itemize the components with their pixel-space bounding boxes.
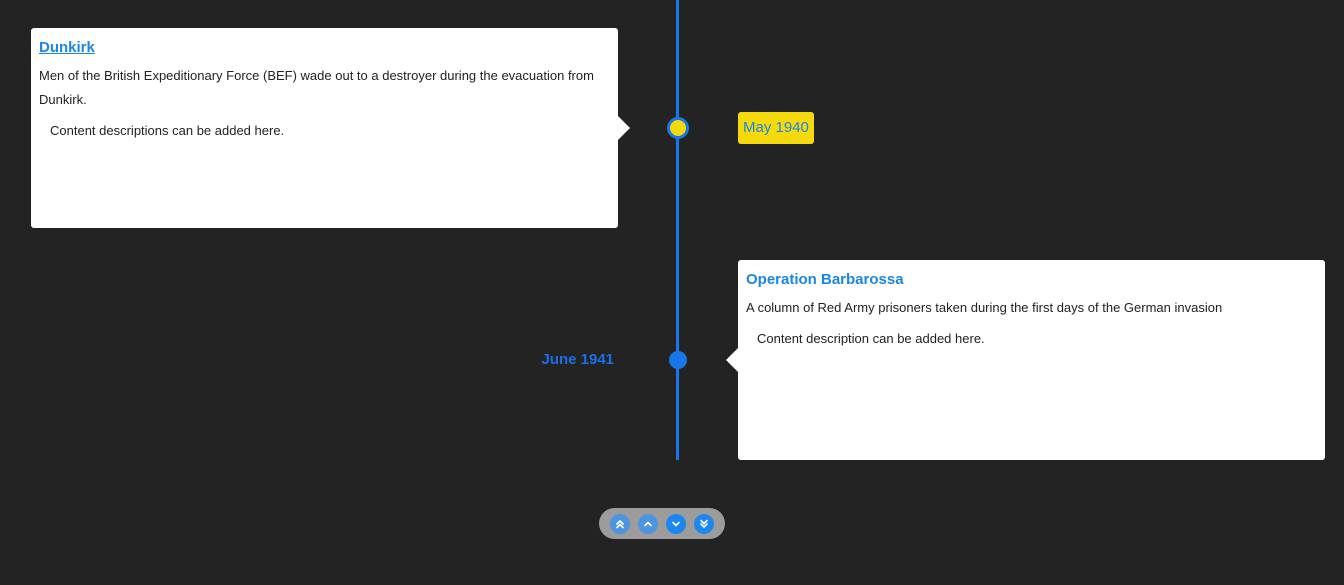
event-card-barbarossa[interactable]: Operation Barbarossa A column of Red Arm… [726,260,1325,460]
double-chevron-down-icon [700,519,708,528]
next-event-button[interactable] [666,513,686,534]
event-date-label-active[interactable]: May 1940 [738,112,814,144]
event-description: Content description can be added here. [757,331,985,346]
event-subtitle: Men of the British Expeditionary Force (… [39,68,594,107]
chevron-up-icon [644,521,652,526]
event-card-dunkirk[interactable]: Dunkirk Men of the British Expeditionary… [31,28,630,228]
event-description: Content descriptions can be added here. [50,123,285,138]
event-subtitle: A column of Red Army prisoners taken dur… [746,300,1223,315]
first-event-button[interactable] [610,513,630,534]
event-title[interactable]: Operation Barbarossa [746,271,904,288]
last-event-button[interactable] [694,513,714,534]
event-date-label[interactable]: June 1941 [541,351,614,368]
timeline-marker[interactable] [669,351,687,369]
chevron-down-icon [672,521,680,526]
event-title-link[interactable]: Dunkirk [39,39,95,56]
timeline-navigation [599,508,725,539]
timeline-axis [676,0,679,460]
timeline-marker-active[interactable] [667,117,689,139]
previous-event-button[interactable] [638,513,658,534]
double-chevron-up-icon [616,519,624,528]
